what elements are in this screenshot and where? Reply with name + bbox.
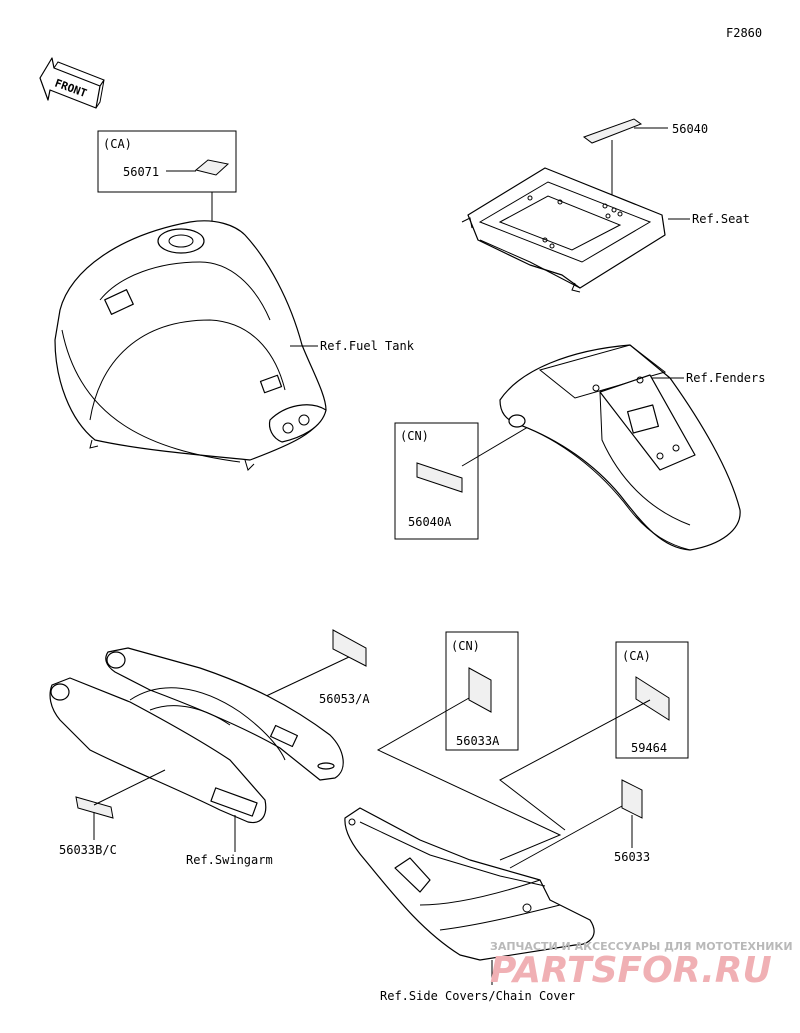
cn-mid-box	[394, 422, 479, 540]
part-56033BC-label: 56033B/C	[59, 843, 117, 857]
rear-fender	[499, 344, 741, 551]
part-56040A-label: 56040A	[408, 515, 452, 529]
part-56071-label: 56071	[123, 165, 159, 179]
part-56033-label: 56033	[614, 850, 650, 864]
side-cover	[344, 807, 595, 961]
ref-seat: Ref.Seat	[692, 212, 750, 226]
cn-mid-label: (CN)	[400, 429, 429, 443]
label-56040A-icon	[416, 462, 463, 493]
part-56040-label: 56040	[672, 122, 708, 136]
label-59464-icon	[635, 676, 670, 721]
seat	[461, 167, 666, 293]
watermark-tagline: ЗАПЧАСТИ И АКСЕССУАРЫ ДЛЯ МОТОТЕХНИКИ	[490, 940, 793, 953]
watermark-logo: PARTSFOR.RU	[490, 950, 772, 991]
ref-side-covers: Ref.Side Covers/Chain Cover	[380, 989, 575, 1003]
label-56053A-icon	[332, 629, 367, 667]
part-56033A-label: 56033A	[456, 734, 500, 748]
ca-bottom-label: (CA)	[622, 649, 651, 663]
label-56033-icon	[621, 779, 643, 819]
ref-swingarm: Ref.Swingarm	[186, 853, 273, 867]
part-59464-label: 59464	[631, 741, 667, 755]
front-arrow-icon: FRONT	[39, 57, 105, 109]
swingarm	[49, 647, 344, 824]
label-56033BC-icon	[75, 796, 114, 819]
cn-bottom-label: (CN)	[451, 639, 480, 653]
ref-fenders: Ref.Fenders	[686, 371, 765, 385]
cn-bottom-box	[445, 631, 519, 751]
label-56033A-icon	[468, 667, 492, 713]
ca-bottom-box	[615, 641, 689, 759]
part-56053A-label: 56053/A	[319, 692, 370, 706]
ref-fuel-tank: Ref.Fuel Tank	[320, 339, 415, 353]
figure-code: F2860	[726, 26, 762, 40]
label-56071-icon	[194, 159, 230, 176]
ca-top-label: (CA)	[103, 137, 132, 151]
fuel-tank	[54, 220, 327, 471]
ca-top-box	[97, 130, 237, 193]
label-56040-icon	[582, 118, 643, 144]
